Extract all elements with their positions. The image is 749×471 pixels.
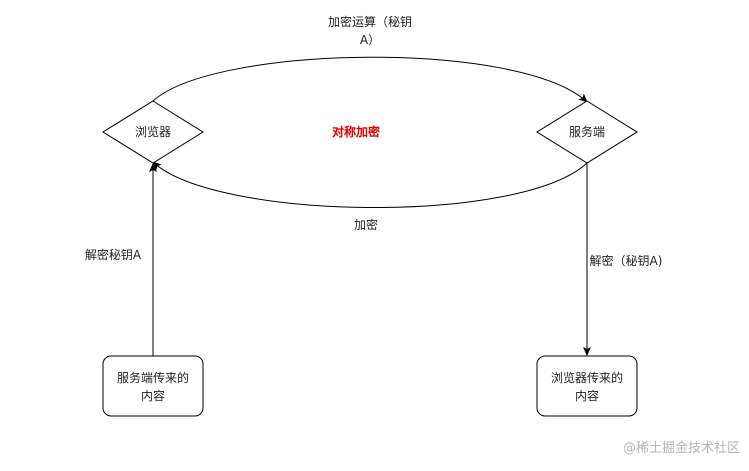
top-arc-label-line1: 加密运算（秘钥 [328, 14, 412, 29]
right-vertical-label: 解密（秘钥A) [590, 253, 663, 268]
browser-content-node [536, 355, 638, 417]
server-content-label-line2: 内容 [141, 388, 165, 403]
top-arc-label-line2: A） [360, 33, 380, 47]
server-content-node [102, 355, 204, 417]
bottom-arc-connector [152, 161, 588, 208]
browser-content-label-line1: 浏览器传来的 [551, 370, 623, 385]
server-node-label: 服务端 [569, 124, 605, 139]
browser-content-label-line2: 内容 [575, 388, 599, 403]
top-arc-connector [152, 56, 588, 103]
watermark: @稀土掘金技术社区 [623, 440, 740, 456]
left-vertical-label: 解密秘钥A [85, 247, 142, 262]
bottom-arc-label: 加密 [354, 217, 378, 232]
browser-node-label: 浏览器 [135, 124, 171, 139]
browser-node [102, 100, 204, 164]
server-content-label-line1: 服务端传来的 [117, 370, 189, 385]
center-title: 对称加密 [332, 124, 380, 139]
server-node [536, 100, 638, 164]
